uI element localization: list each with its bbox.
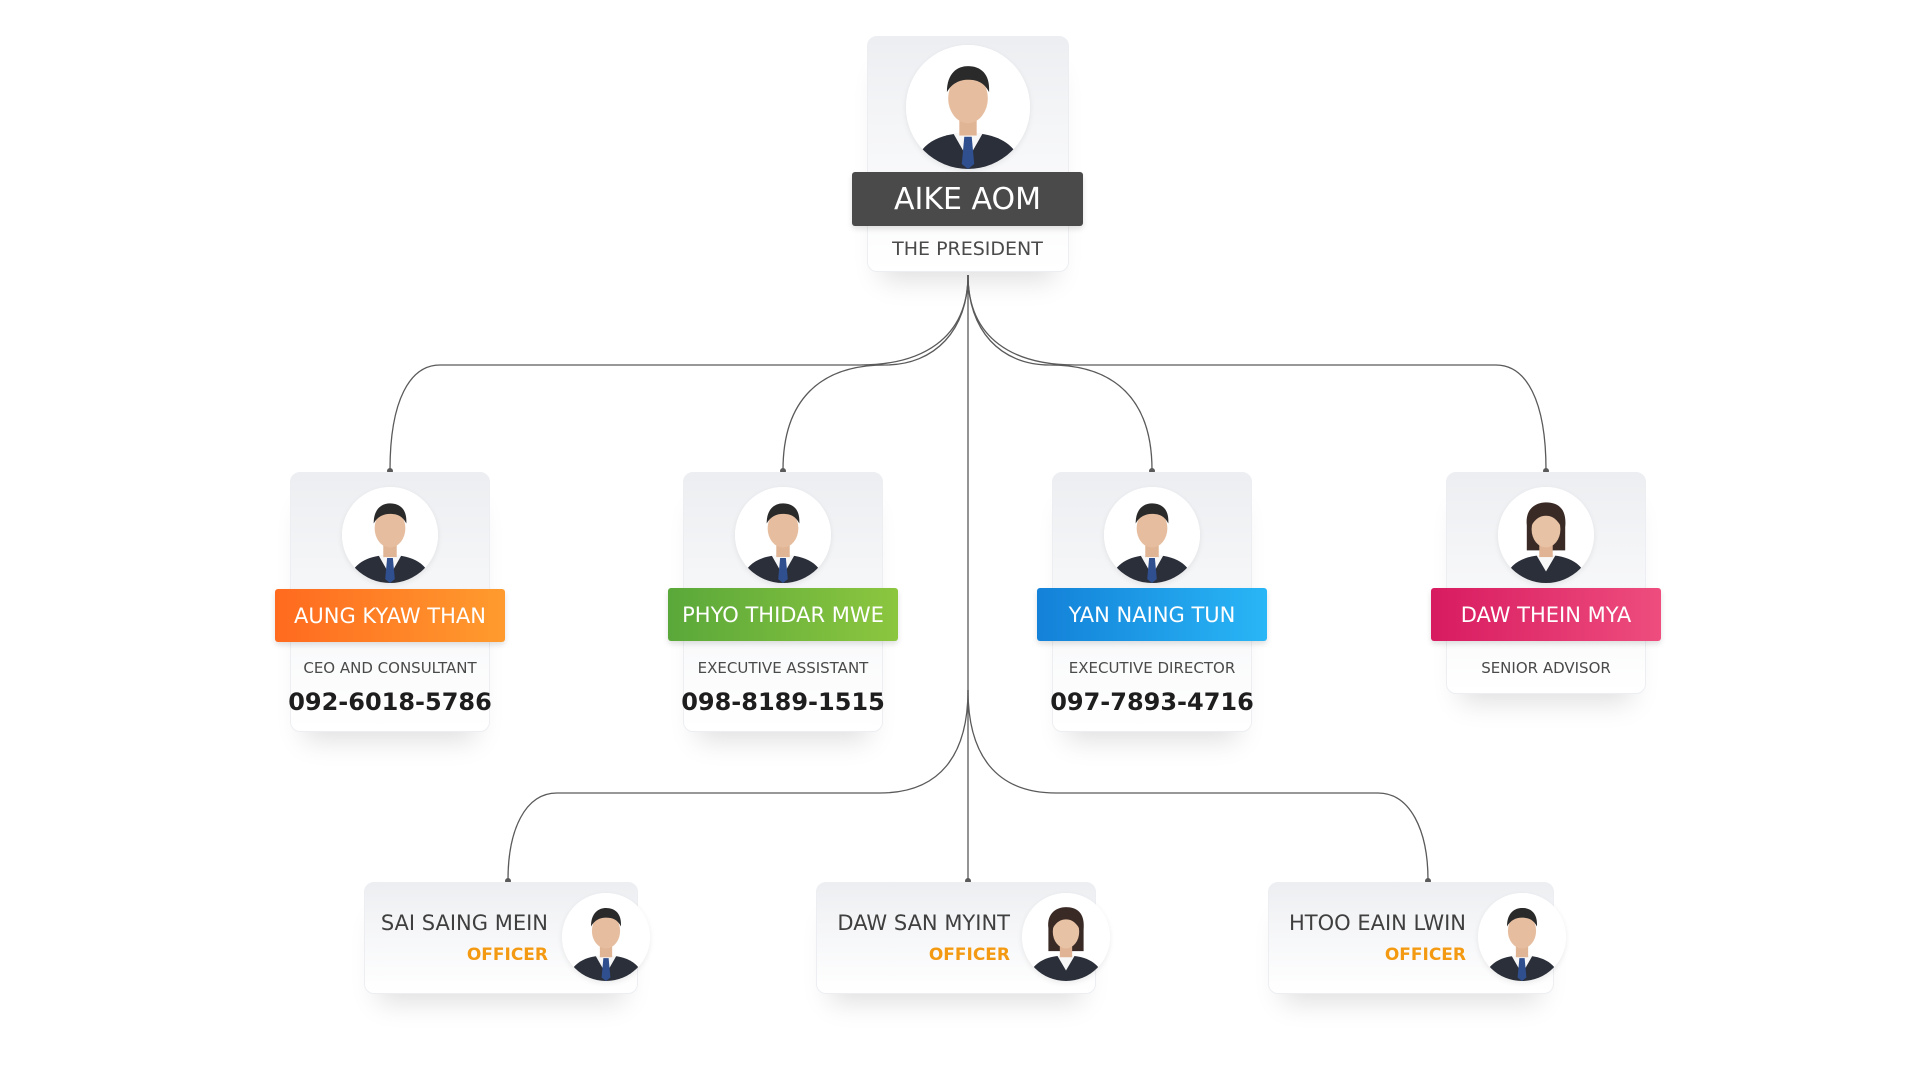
officer-title-2: OFFICER [928,945,1010,965]
officer-title-1: OFFICER [466,945,548,965]
executive-name-4: DAW THEIN MYA [1460,602,1632,627]
executive-name-3: YAN NAING TUN [1068,602,1236,627]
man-portrait-icon [735,487,831,583]
president-title: THE PRESIDENT [892,238,1043,260]
connector-president-exec-2 [782,274,969,471]
executive-name-banner-3: YAN NAING TUN [1037,588,1267,641]
executive-phone-1: 092-6018-5786 [288,688,492,716]
executive-title-4: SENIOR ADVISOR [1481,659,1611,677]
executive-name-banner-4: DAW THEIN MYA [1431,588,1661,641]
executive-title-3: EXECUTIVE DIRECTOR [1068,659,1236,677]
officer-name-2: DAW SAN MYINT [837,911,1010,935]
executive-phone-3: 097-7893-4716 [1050,688,1254,716]
executive-phone-2: 098-8189-1515 [681,688,885,716]
president-name-banner: AIKE AOM [852,172,1083,226]
executive-name-1: AUNG KYAW THAN [294,603,486,628]
executive-name-banner-1: AUNG KYAW THAN [275,589,505,642]
executive-title-2: EXECUTIVE ASSISTANT [697,659,869,677]
man-portrait-icon [906,45,1030,169]
connector-president-exec-1 [389,274,969,471]
man-portrait-icon [562,893,650,981]
connector-president-exec-3 [967,274,1153,471]
officer-name-3: HTOO EAIN LWIN [1288,911,1466,935]
officer-title-3: OFFICER [1384,945,1466,965]
man-portrait-icon [342,487,438,583]
woman-portrait-icon [1498,487,1594,583]
man-portrait-icon [1478,893,1566,981]
connector-president-exec-4 [967,274,1547,471]
man-portrait-icon [1104,487,1200,583]
president-name: AIKE AOM [893,181,1042,217]
woman-portrait-icon [1022,893,1110,981]
executive-title-1: CEO AND CONSULTANT [303,659,477,677]
executive-name-2: PHYO THIDAR MWE [682,602,884,627]
executive-name-banner-2: PHYO THIDAR MWE [668,588,898,641]
officer-name-1: SAI SAING MEIN [380,911,548,935]
